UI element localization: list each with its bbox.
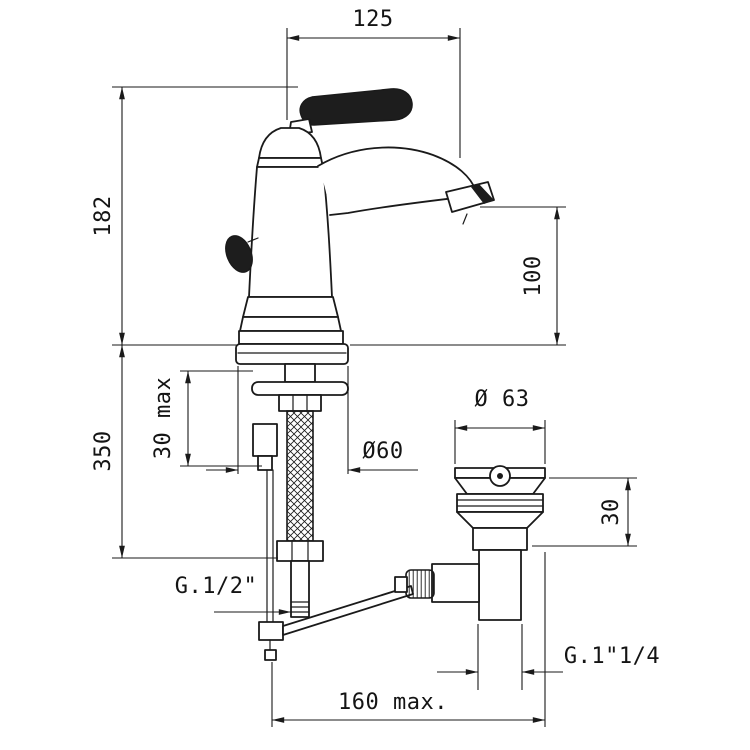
dim-label-350: 350 <box>91 430 116 471</box>
aerator-tip <box>471 184 494 204</box>
pivot-housing <box>431 563 480 603</box>
dim-label-160: 160 max. <box>338 690 448 715</box>
dim-label-30max: 30 max <box>151 377 176 459</box>
mounting-shank <box>284 363 316 383</box>
dim-label-100: 100 <box>521 255 546 296</box>
inlet-tube-threads <box>290 601 310 613</box>
mounting-nut-facets <box>292 394 308 412</box>
under-counter-group <box>251 363 414 661</box>
dim-label-30: 30 <box>599 498 624 526</box>
pull-rod-knob <box>225 235 253 273</box>
pivot-stub <box>394 576 408 593</box>
hose-nut-facets <box>291 540 309 562</box>
inlet-tube <box>290 560 310 618</box>
flexible-hose <box>286 410 314 542</box>
waste-barrel <box>472 527 528 551</box>
handle-lever <box>299 88 413 126</box>
rod-guide <box>252 423 278 457</box>
spout-fill <box>318 147 476 215</box>
extension-lines <box>112 28 637 727</box>
water-tick-icon <box>462 213 468 225</box>
faucet-group <box>225 88 495 365</box>
dim-label-182: 182 <box>91 195 116 236</box>
dim-label-63: Ø 63 <box>475 387 530 412</box>
mounting-nut <box>278 394 322 412</box>
escutcheon <box>235 343 349 365</box>
plug-knob-dot <box>497 473 503 479</box>
rod-tip-ball <box>264 649 277 661</box>
dim-label-60: Ø60 <box>362 439 403 464</box>
pivot-nut <box>405 569 435 599</box>
base-ring-1 <box>242 296 339 318</box>
pop-up-rod <box>266 469 274 623</box>
tailpiece <box>478 549 522 621</box>
dim-label-g12: G.1/2" <box>175 574 257 599</box>
rod-guide-tab <box>257 455 273 471</box>
base-ring-3 <box>238 330 344 345</box>
faucet-body <box>248 166 333 298</box>
mounting-washer <box>251 381 349 396</box>
rod-joint <box>258 621 284 641</box>
waste-mid-lines <box>456 499 544 507</box>
dimension-group: 125 182 350 30 max 100 Ø60 Ø 63 30 G.1/2… <box>91 7 660 727</box>
dome-collar <box>256 157 324 168</box>
dim-label-g114: G.1"1/4 <box>564 644 660 669</box>
drain-assembly-group <box>394 465 546 621</box>
base-ring-2 <box>239 316 342 332</box>
hose-nut <box>276 540 324 562</box>
pull-rod-link <box>247 237 259 243</box>
waste-taper <box>456 511 544 529</box>
waste-mid-flange <box>456 493 544 513</box>
dim-label-125: 125 <box>352 7 393 32</box>
